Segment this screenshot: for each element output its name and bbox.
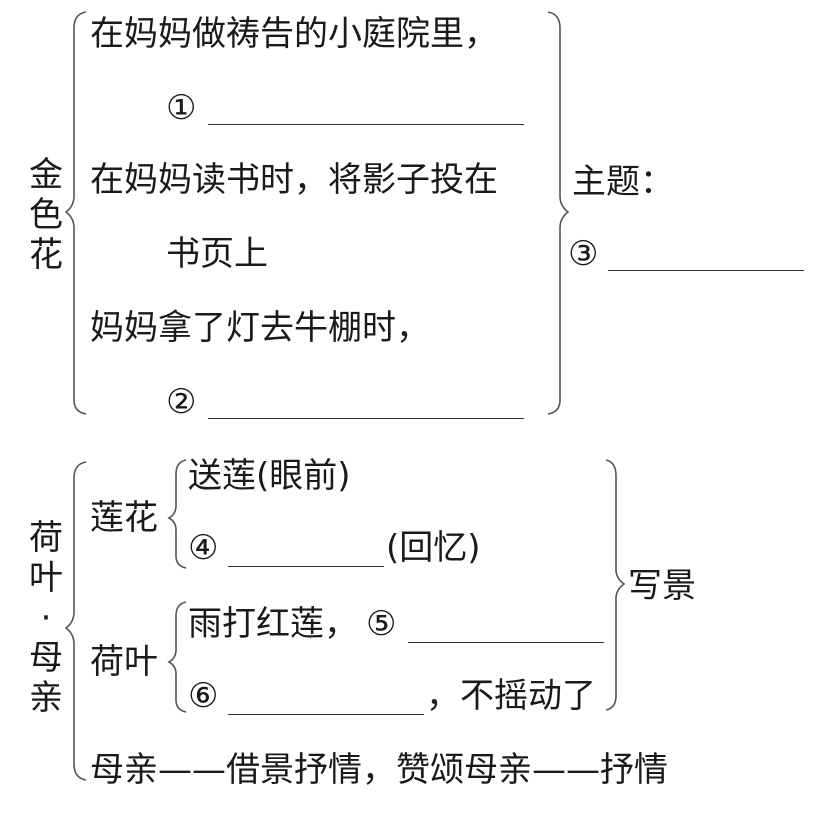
blank5-label: ⑤ (366, 604, 397, 644)
brace-left-section1 (64, 11, 87, 415)
blank4-line (228, 566, 384, 567)
recall-text: (回忆) (386, 528, 481, 568)
blank3-line (608, 270, 804, 271)
brace-right-section2 (605, 459, 626, 711)
section1-line2: 在妈妈读书时，将影子投在 (90, 160, 498, 200)
section2-title: 荷 叶 · 母 亲 (26, 518, 66, 718)
section1-line3: 妈妈拿了灯去牛棚时， (90, 308, 430, 348)
section1-line2b: 书页上 (166, 234, 268, 274)
blank5-line (408, 642, 604, 643)
blank6-label: ⑥ (188, 676, 219, 716)
blank3-label: ③ (568, 234, 599, 274)
lotus-item1: 送莲(眼前) (188, 456, 351, 496)
section1-title-char: 金 (29, 155, 63, 195)
blank4-label: ④ (188, 528, 219, 568)
section2-title-char: 荷 (29, 518, 63, 558)
blank1-line (208, 124, 524, 125)
brace-lotus (167, 459, 187, 569)
brace-right-section1 (547, 11, 570, 415)
blank1-label: ① (166, 88, 197, 128)
theme-label: 主题： (572, 162, 674, 202)
section1-title-char: 花 (29, 235, 63, 275)
brace-left-section2 (64, 461, 87, 781)
scenery-label: 写景 (628, 566, 696, 606)
mother-line: 母亲——借景抒情，赞颂母亲——抒情 (90, 750, 668, 790)
section2-title-char: 亲 (29, 678, 63, 718)
section1-title-char: 色 (29, 195, 63, 235)
blank6-line (228, 714, 424, 715)
section2-title-char: 母 (29, 638, 63, 678)
leaf-item1: 雨打红莲， (188, 604, 358, 644)
section1-title: 金 色 花 (26, 155, 66, 275)
leaf-item2-suffix: ，不摇动了 (426, 676, 596, 716)
section1-line1: 在妈妈做祷告的小庭院里， (90, 14, 498, 54)
leaf-label: 荷叶 (90, 642, 158, 682)
blank2-label: ② (166, 382, 197, 422)
section2-title-char: · (40, 598, 52, 638)
section2-title-char: 叶 (29, 558, 63, 598)
lotus-label: 莲花 (90, 498, 158, 538)
blank2-line (208, 418, 524, 419)
brace-leaf (167, 601, 187, 713)
